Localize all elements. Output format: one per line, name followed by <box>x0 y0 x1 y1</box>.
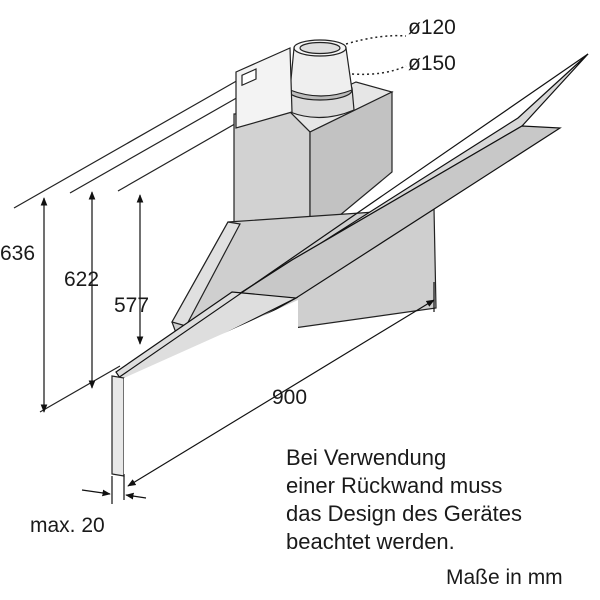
note-line: das Design des Gerätes <box>286 501 523 526</box>
wall-gap-dimension <box>81 476 147 504</box>
duct-diameter-leaders <box>345 34 407 76</box>
width-dimension <box>123 282 435 500</box>
duct-collar <box>287 39 355 119</box>
label-width-900: 900 <box>272 386 307 409</box>
note-line: Bei Verwendung <box>286 445 447 470</box>
wall-bracket <box>235 47 293 129</box>
note-line: einer Rückwand muss <box>286 473 503 498</box>
label-duct-150: ø150 <box>408 52 456 75</box>
wall-reference-lines <box>13 78 241 413</box>
units-caption: Maße in mm <box>446 566 563 589</box>
label-height-622: 622 <box>64 268 99 291</box>
note-line: beachtet werden. <box>286 529 455 554</box>
rear-panel-note: Bei Verwendung einer Rückwand muss das D… <box>286 444 586 556</box>
label-height-577: 577 <box>114 294 149 317</box>
label-duct-120: ø120 <box>408 16 456 39</box>
label-max-wall-gap: max. 20 <box>30 514 105 537</box>
label-height-636: 636 <box>0 242 35 265</box>
height-dimensions <box>40 191 144 413</box>
